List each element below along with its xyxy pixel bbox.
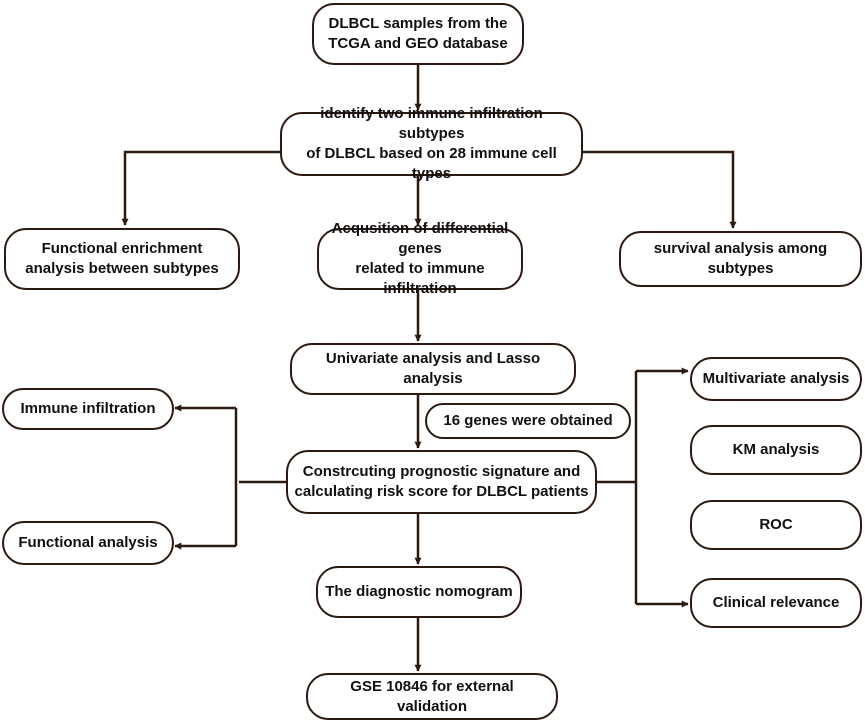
node-functional-enrichment-label: Functional enrichment analysis between s… (25, 240, 219, 277)
node-survival-analysis: survival analysis among subtypes (619, 231, 862, 287)
node-functional-analysis-label: Functional analysis (18, 534, 158, 552)
node-genes-obtained-label: 16 genes were obtained (443, 412, 613, 430)
node-diagnostic-nomogram: The diagnostic nomogram (316, 566, 522, 618)
node-external-validation: GSE 10846 for external validation (306, 673, 558, 720)
node-external-validation-label: GSE 10846 for external validation (350, 677, 514, 715)
node-differential-genes-label: Acqusition of differential genes related… (331, 220, 509, 297)
node-differential-genes: Acqusition of differential genes related… (317, 220, 523, 297)
node-univariate-lasso-label: Univariate analysis and Lasso analysis (325, 350, 541, 387)
node-survival-analysis-label: survival analysis among subtypes (653, 240, 828, 277)
node-dlbcl-samples: DLBCL samples from the TCGA and GEO data… (312, 3, 524, 65)
node-diagnostic-nomogram-label: The diagnostic nomogram (325, 583, 513, 601)
arrow-subtypes-to-survival (582, 150, 737, 229)
node-functional-enrichment: Functional enrichment analysis between s… (4, 228, 240, 290)
node-clinical-relevance: Clinical relevance (690, 578, 862, 628)
node-prognostic-signature: Constrcuting prognostic signature and ca… (286, 450, 597, 514)
arrow-subtypes-to-enrichment (121, 150, 282, 226)
node-immune-subtypes-label: identify two immune infiltration subtype… (306, 105, 557, 182)
node-roc: ROC (690, 500, 862, 550)
node-roc-label: ROC (759, 516, 793, 534)
node-immune-subtypes: identify two immune infiltration subtype… (280, 105, 583, 182)
node-immune-infiltration: Immune infiltration (2, 388, 174, 430)
node-multivariate-analysis-label: Multivariate analysis (702, 370, 850, 388)
node-immune-infiltration-label: Immune infiltration (20, 400, 156, 418)
node-prognostic-signature-label: Constrcuting prognostic signature and ca… (294, 463, 589, 500)
node-km-analysis: KM analysis (690, 425, 862, 475)
node-univariate-lasso: Univariate analysis and Lasso analysis (290, 343, 576, 395)
node-multivariate-analysis: Multivariate analysis (690, 357, 862, 401)
node-km-analysis-label: KM analysis (732, 441, 820, 459)
node-dlbcl-samples-label: DLBCL samples from the TCGA and GEO data… (328, 15, 508, 52)
node-genes-obtained: 16 genes were obtained (425, 403, 631, 439)
node-functional-analysis: Functional analysis (2, 521, 174, 565)
node-clinical-relevance-label: Clinical relevance (712, 594, 840, 612)
